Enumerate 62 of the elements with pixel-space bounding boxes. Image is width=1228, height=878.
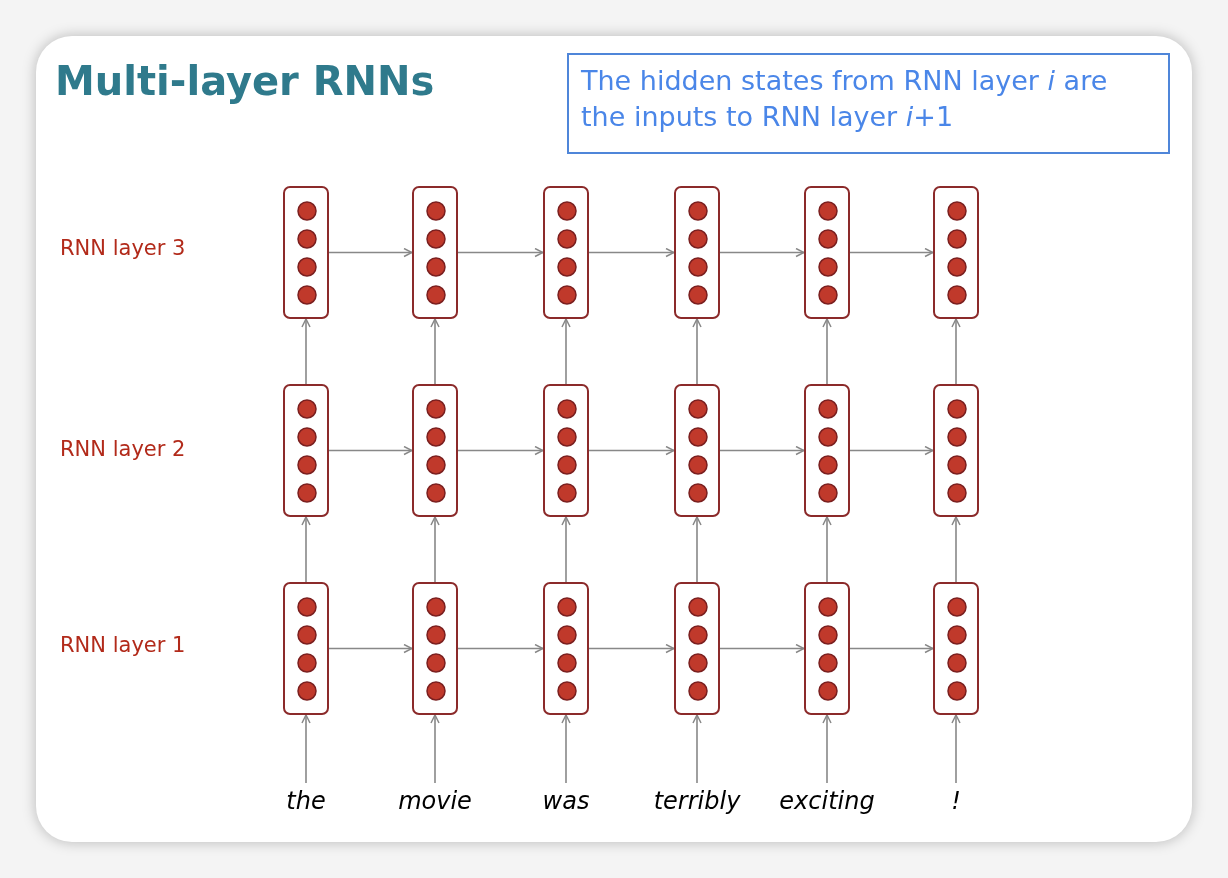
layer-label: RNN layer 1 xyxy=(60,633,186,657)
vector-box xyxy=(412,582,458,715)
arrow xyxy=(719,247,805,258)
arrow xyxy=(457,643,544,654)
vector-box xyxy=(933,186,979,319)
arrow xyxy=(849,247,934,258)
arrow xyxy=(301,516,311,583)
vector-box xyxy=(543,186,589,319)
arrow xyxy=(719,445,805,456)
arrow xyxy=(328,643,413,654)
arrow xyxy=(328,445,413,456)
arrow xyxy=(692,714,702,784)
vector-box xyxy=(804,384,850,517)
arrow xyxy=(430,318,440,385)
arrow xyxy=(588,643,675,654)
arrow xyxy=(951,318,961,385)
arrow xyxy=(561,318,571,385)
vector-box xyxy=(804,186,850,319)
arrow xyxy=(692,516,702,583)
arrow xyxy=(951,516,961,583)
vector-box xyxy=(412,186,458,319)
input-word: movie xyxy=(375,783,495,819)
vector-box xyxy=(283,186,329,319)
vector-box xyxy=(674,582,720,715)
arrow xyxy=(692,318,702,385)
arrow xyxy=(588,445,675,456)
arrow xyxy=(301,318,311,385)
arrow xyxy=(457,445,544,456)
layer-label: RNN layer 3 xyxy=(60,236,186,260)
vector-box xyxy=(933,582,979,715)
input-word: the xyxy=(246,783,366,819)
input-word: exciting xyxy=(767,783,887,819)
input-word: terribly xyxy=(637,783,757,819)
arrow xyxy=(430,516,440,583)
arrow xyxy=(328,247,413,258)
vector-box xyxy=(674,186,720,319)
vector-box xyxy=(543,582,589,715)
arrow xyxy=(430,714,440,784)
layer-label: RNN layer 2 xyxy=(60,437,186,461)
note-box: The hidden states from RNN layer i are the inputs to RNN layer i+1 xyxy=(567,53,1170,154)
vector-box xyxy=(283,384,329,517)
vector-box xyxy=(283,582,329,715)
arrow xyxy=(822,318,832,385)
vector-box xyxy=(933,384,979,517)
arrow xyxy=(301,714,311,784)
arrow xyxy=(561,714,571,784)
arrow xyxy=(951,714,961,784)
vector-box xyxy=(412,384,458,517)
vector-box xyxy=(674,384,720,517)
input-word: was xyxy=(506,783,626,819)
arrow xyxy=(457,247,544,258)
vector-box xyxy=(804,582,850,715)
arrow xyxy=(561,516,571,583)
vector-box xyxy=(543,384,589,517)
input-word: ! xyxy=(896,783,1016,819)
arrow xyxy=(822,714,832,784)
title: Multi-layer RNNs xyxy=(55,58,435,104)
arrow xyxy=(719,643,805,654)
arrow xyxy=(849,643,934,654)
arrow xyxy=(849,445,934,456)
arrow xyxy=(588,247,675,258)
arrow xyxy=(822,516,832,583)
